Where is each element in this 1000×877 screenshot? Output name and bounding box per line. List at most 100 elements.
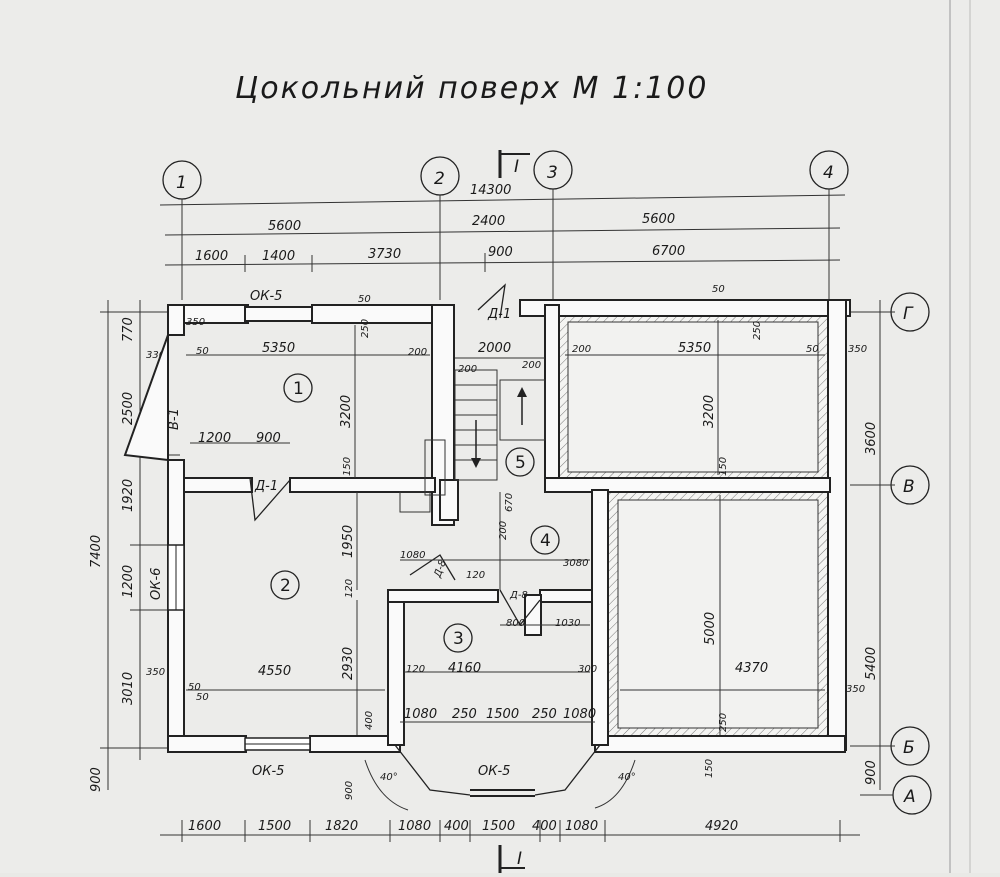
dim-bottom-8: 1080 <box>565 819 598 834</box>
openings <box>123 283 541 751</box>
dim-left-50b: 50 <box>188 682 201 693</box>
dim-right-5400: 5400 <box>864 647 879 680</box>
room-markers: 1 2 3 4 5 <box>270 373 560 653</box>
bottom-dimension-lines <box>160 820 860 842</box>
dim-bottom-2: 1500 <box>258 819 291 834</box>
room-1-number: 1 <box>293 379 304 399</box>
dim-left-7400: 7400 <box>89 535 104 568</box>
dim-left-350: 350 <box>146 667 165 678</box>
dim-r2-120: 120 <box>344 579 355 598</box>
dim-r4-200: 200 <box>498 521 509 540</box>
dim-right-3600: 3600 <box>864 422 879 455</box>
dim-150c: 150 <box>704 759 715 778</box>
room-3-number: 3 <box>453 629 464 649</box>
interior-dimension-lines <box>186 320 825 735</box>
dim-rG-height: 3200 <box>702 395 717 428</box>
dim-bottom-7: 400 <box>532 819 557 834</box>
dim-overall: 14300 <box>470 183 511 198</box>
door-d1-mid: Д-1 <box>254 479 278 494</box>
dim-bottom-1: 1600 <box>188 819 221 834</box>
dim-big-height: 5000 <box>703 612 718 645</box>
left-dimension-lines <box>100 300 180 790</box>
dim-left-330: 330 <box>146 350 165 361</box>
door-d8: Д-8 <box>509 590 528 601</box>
axis-4-label: 4 <box>823 163 834 183</box>
hatched-room-upper-right-inner <box>567 321 819 473</box>
dim-r2-width: 4550 <box>258 664 291 679</box>
room-5-number: 5 <box>515 453 526 473</box>
dim-r3-400: 400 <box>364 711 375 730</box>
dim-left-900: 900 <box>89 767 104 792</box>
top-dimension-lines <box>159 190 846 272</box>
dim-r1-50: 50 <box>358 294 371 305</box>
dim-rG-50top: 50 <box>712 284 725 295</box>
section-top-label: I <box>514 157 519 177</box>
axis-G-label: Г <box>903 304 914 324</box>
dim-left-1920: 1920 <box>121 479 136 512</box>
dim-top-row3-1: 1600 <box>195 249 228 264</box>
dim-w900: 900 <box>256 431 281 446</box>
dim-r3-300: 300 <box>578 664 597 675</box>
dim-big-250: 250 <box>718 713 729 732</box>
dim-150b: 150 <box>718 457 729 476</box>
dim-bottom-9: 4920 <box>705 819 738 834</box>
dim-bottom-4: 1080 <box>398 819 431 834</box>
dim-w1200: 1200 <box>198 431 231 446</box>
dim-r4-1080: 1080 <box>400 550 425 561</box>
dim-hall-width: 2000 <box>478 341 511 356</box>
axis-B-label: Б <box>903 738 915 758</box>
axis-A-label: А <box>903 787 916 807</box>
dim-right-900: 900 <box>864 760 879 785</box>
dim-r1-height: 3200 <box>339 395 354 428</box>
dim-r4-3080: 3080 <box>563 558 588 569</box>
door-v1: В-1 <box>167 408 182 430</box>
dim-bay-3: 1500 <box>486 707 519 722</box>
window-ok5-top: ОК-5 <box>250 289 282 304</box>
dim-angle-right: 40° <box>618 772 636 783</box>
dim-bay-1: 1080 <box>404 707 437 722</box>
dim-big-width: 4370 <box>735 661 768 676</box>
door-d1-top: Д-1 <box>487 307 511 322</box>
dim-left-50a: 50 <box>196 346 209 357</box>
dim-r2-h2: 2930 <box>341 647 356 680</box>
right-dimension-lines <box>862 300 895 790</box>
dim-left-2500: 2500 <box>121 392 136 425</box>
dim-r3-width: 4160 <box>448 661 481 676</box>
dim-rG-200: 200 <box>572 344 591 355</box>
axis-V-label: В <box>903 477 915 497</box>
dim-r1-200: 200 <box>408 347 427 358</box>
hatched-room-lower-right-inner <box>617 499 819 729</box>
section-bottom-label: I <box>517 849 522 869</box>
dim-top-row3-4: 900 <box>488 245 513 260</box>
dim-r4-120: 120 <box>466 570 485 581</box>
room-4-number: 4 <box>540 531 551 551</box>
dim-bottom-3: 1820 <box>325 819 358 834</box>
dim-bottom-6: 1500 <box>482 819 515 834</box>
dim-top-row2-1: 5600 <box>268 219 301 234</box>
dim-top-row2-2: 2400 <box>472 214 505 229</box>
staircase <box>454 369 546 481</box>
bay-window <box>364 744 636 811</box>
dim-top-row3-5: 6700 <box>652 244 685 259</box>
dim-hall-200b: 200 <box>522 360 541 371</box>
axis-2-label: 2 <box>434 169 445 189</box>
dim-900-bay: 900 <box>344 781 355 800</box>
dim-r1-250: 250 <box>360 319 371 338</box>
section-mark-top: I <box>498 150 530 178</box>
window-ok6: ОК-6 <box>149 568 164 600</box>
window-ok5-bottom: ОК-5 <box>252 764 284 779</box>
dim-r4-670: 670 <box>504 493 515 512</box>
dim-top-row2-3: 5600 <box>642 212 675 227</box>
axis-1-label: 1 <box>176 173 187 193</box>
drawing-title: Цокольний поверх М 1:100 <box>235 71 708 106</box>
dim-350-top: 350 <box>186 317 205 328</box>
dim-rG-250top: 250 <box>752 321 763 340</box>
dim-r1-width: 5350 <box>262 341 295 356</box>
dim-bay-5: 1080 <box>563 707 596 722</box>
dim-150a: 150 <box>342 457 353 476</box>
dim-r4-1030: 1030 <box>555 618 580 629</box>
dim-left-770: 770 <box>121 317 136 342</box>
axis-3-label: 3 <box>547 163 558 183</box>
walls <box>167 299 851 753</box>
